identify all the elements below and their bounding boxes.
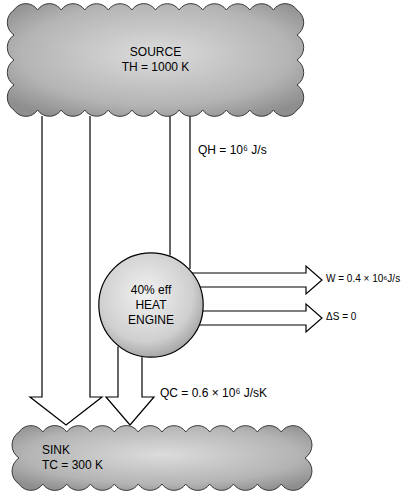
node-content: 40% effHEAT ENGINE: [98, 283, 204, 328]
node-heading: HEAT ENGINE: [128, 298, 174, 328]
heat-flow-band: [106, 346, 154, 425]
heat-input-label: QH = 10⁶ J/s: [198, 143, 267, 158]
heat-engine-circle: 40% effHEAT ENGINE: [98, 252, 204, 358]
heat-flow-band: [170, 116, 190, 269]
work-arrow: [185, 266, 322, 294]
heat-flow-band: [30, 116, 102, 425]
efficiency-label: 40% eff: [131, 283, 171, 298]
temperature-label: TH = 1000 K: [122, 60, 190, 75]
node-heading: SOURCE: [130, 45, 181, 60]
heat-rejected-label: QC = 0.6 × 10⁶ J/sK: [160, 386, 267, 401]
heat-source-cloud: SOURCETH = 1000 K: [8, 4, 303, 116]
work-label: W = 0.4 × 10⁶J/s: [326, 272, 400, 285]
cloud-shape: [12, 426, 312, 491]
temperature-label: TC = 300 K: [42, 458, 103, 473]
cloud-shape: [7, 4, 303, 117]
engine-circle-shape: [99, 253, 203, 357]
node-heading: SINK: [42, 443, 70, 458]
node-content: SOURCETH = 1000 K: [8, 45, 303, 75]
entropy-arrow: [185, 304, 322, 332]
node-content: SINKTC = 300 K: [12, 443, 312, 473]
entropy-label: ΔS = 0: [326, 310, 356, 323]
heat-sink-cloud: SINKTC = 300 K: [12, 425, 312, 491]
